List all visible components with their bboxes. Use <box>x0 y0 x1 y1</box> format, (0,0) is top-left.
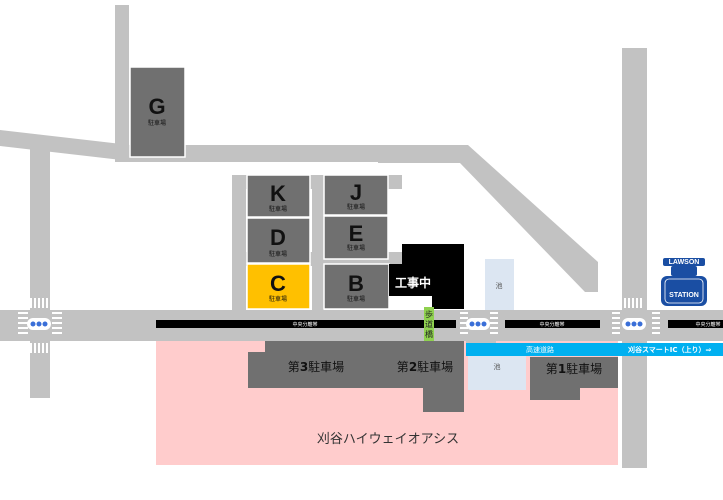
traffic-signal-icon <box>27 318 51 330</box>
traffic-signal-icon <box>622 318 646 330</box>
lot-d-sub: 駐車場 <box>269 250 287 258</box>
lawson-line2: STATION <box>669 292 699 299</box>
lot-k-sub: 駐車場 <box>269 205 287 213</box>
traffic-signal-icon <box>466 318 490 330</box>
lot-d[interactable]: D 駐車場 <box>246 217 311 264</box>
lawson-line1: LAWSON <box>669 259 700 266</box>
parking-building-3-2[interactable]: 第3駐車場 第2駐車場 <box>248 341 464 412</box>
lot-c[interactable]: C 駐車場 <box>246 263 311 310</box>
lot-e-letter: E <box>349 221 364 246</box>
parking-2-num: 2 <box>409 360 417 374</box>
lot-e-sub: 駐車場 <box>347 244 365 252</box>
parking-1-suffix: 駐車場 <box>566 361 602 376</box>
lot-c-letter: C <box>270 271 286 296</box>
pond-lower <box>468 352 526 390</box>
median-label-left: 中央分離帯 <box>292 321 317 328</box>
walkway-bridge: 歩 道 橋 <box>424 307 434 351</box>
median-label-right: 中央分離帯 <box>695 321 720 328</box>
median-bar-right <box>668 320 723 328</box>
lot-k[interactable]: K 駐車場 <box>246 174 311 218</box>
ic-label: 刈谷スマートIC（上り）⇒ <box>628 345 712 354</box>
median-bar-left <box>156 320 456 328</box>
lot-e[interactable]: E 駐車場 <box>323 215 389 260</box>
walkway-char-3: 橋 <box>425 329 433 339</box>
walkway-char-2: 道 <box>425 319 433 329</box>
lot-g-letter: G <box>148 94 165 119</box>
pond-label-upper: 池 <box>496 281 503 290</box>
lot-c-sub: 駐車場 <box>269 295 287 303</box>
parking-1-prefix: 第 <box>546 362 558 376</box>
lawson-station-logo[interactable]: LAWSON STATION <box>661 258 707 306</box>
lot-d-letter: D <box>270 225 286 250</box>
parking-3-prefix: 第 <box>288 360 300 374</box>
lot-j-sub: 駐車場 <box>347 203 365 211</box>
parking-building-1[interactable]: 第1駐車場 <box>530 357 618 400</box>
pond-upper <box>485 259 514 310</box>
lot-b[interactable]: B 駐車場 <box>323 263 390 310</box>
oasis-label: 刈谷ハイウェイオアシス <box>317 432 459 447</box>
median-bar-middle <box>505 320 600 328</box>
lot-j-letter: J <box>350 180 362 205</box>
construction-area: 工事中 <box>389 244 464 309</box>
parking-3-suffix: 駐車場 <box>308 359 344 374</box>
parking-2-prefix: 第 <box>397 360 409 374</box>
lot-b-letter: B <box>348 271 364 296</box>
walkway-char-1: 歩 <box>425 309 433 319</box>
highway-label: 高速道路 <box>526 345 554 354</box>
median-label-middle: 中央分離帯 <box>539 321 564 328</box>
lot-b-sub: 駐車場 <box>347 295 365 303</box>
parking-1-label: 第1駐車場 <box>546 361 602 376</box>
highway-bar: 高速道路 刈谷スマートIC（上り）⇒ <box>466 343 723 356</box>
parking-3-label: 第3駐車場 <box>288 359 344 374</box>
construction-label: 工事中 <box>395 275 431 290</box>
pond-label-lower: 池 <box>494 362 501 371</box>
lot-j[interactable]: J 駐車場 <box>323 174 389 216</box>
parking-2-suffix: 駐車場 <box>417 359 453 374</box>
parking-3-num: 3 <box>300 360 308 374</box>
parking-2-label: 第2駐車場 <box>397 359 453 374</box>
lot-g[interactable]: G 駐車場 <box>129 66 186 158</box>
median-bars: 中央分離帯 中央分離帯 中央分離帯 <box>156 320 723 328</box>
parking-1-num: 1 <box>558 362 566 376</box>
lot-k-letter: K <box>270 181 286 206</box>
lot-g-sub: 駐車場 <box>148 119 166 127</box>
